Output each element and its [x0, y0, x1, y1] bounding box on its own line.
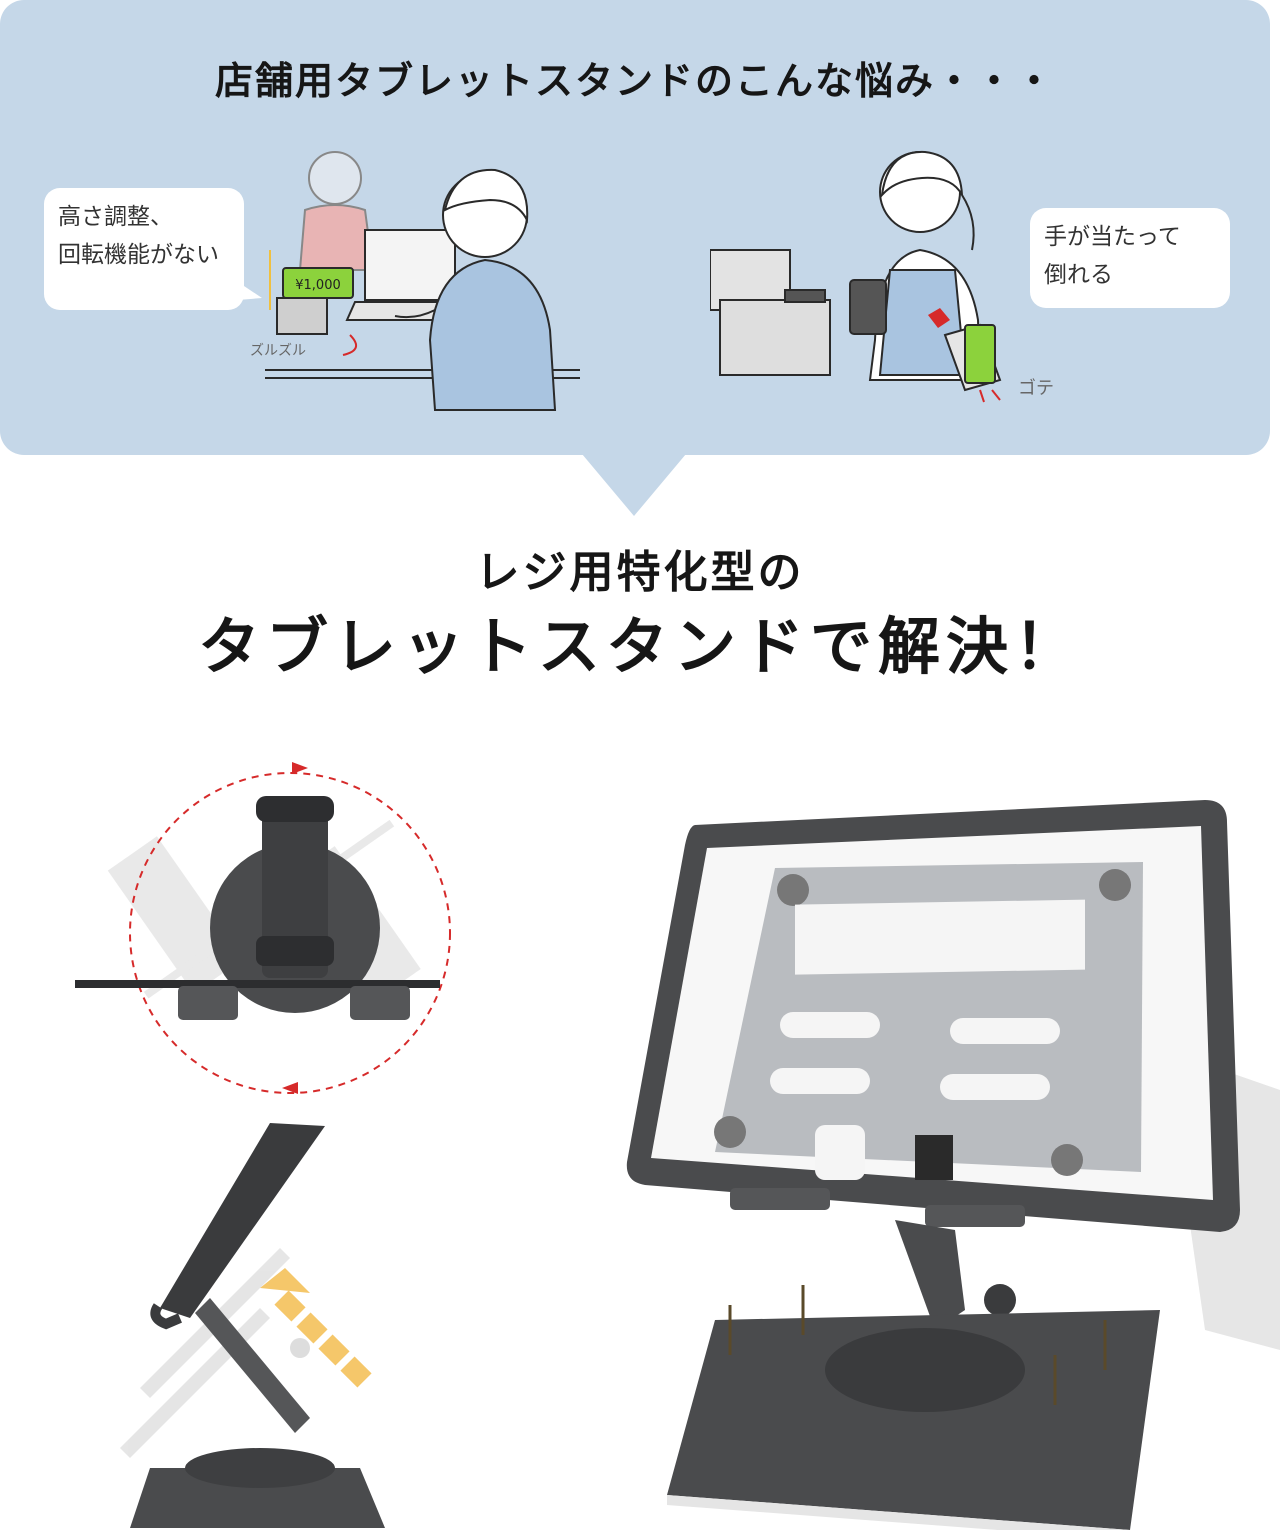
photo-height-adjust-view	[120, 1123, 385, 1528]
speech-bubble-no-adjust: 高さ調整、 回転機能がない	[44, 188, 262, 310]
sfx-slide: ズルズル	[250, 343, 306, 359]
problem-headline: 店舗用タブレットスタンドのこんな悩み・・・	[214, 59, 1055, 103]
illustration-cashier-laptop: ¥1,000	[265, 151, 580, 411]
bubble-text-line1: 手が当たって	[1044, 224, 1181, 250]
speech-bubble-falls-over: 手が当たって 倒れる	[1030, 208, 1230, 308]
panel-speech-tail	[582, 454, 686, 516]
solution-subtitle: レジ用特化型の	[475, 547, 805, 598]
illustration-clerk-bumping-tablet	[710, 150, 1002, 403]
bubble-text-line2: 回転機能がない	[58, 242, 219, 268]
bubble-tail	[238, 282, 262, 300]
photo-product-main	[626, 800, 1280, 1530]
price-tag-text: ¥1,000	[295, 278, 341, 293]
sfx-fall: ゴテ	[1018, 378, 1054, 399]
bubble-text-line2: 倒れる	[1044, 262, 1113, 288]
solution-title: タブレットスタンドで解決！	[197, 610, 1082, 683]
bubble-text-line1: 高さ調整、	[58, 204, 173, 230]
photo-rotation-view	[75, 762, 451, 1094]
